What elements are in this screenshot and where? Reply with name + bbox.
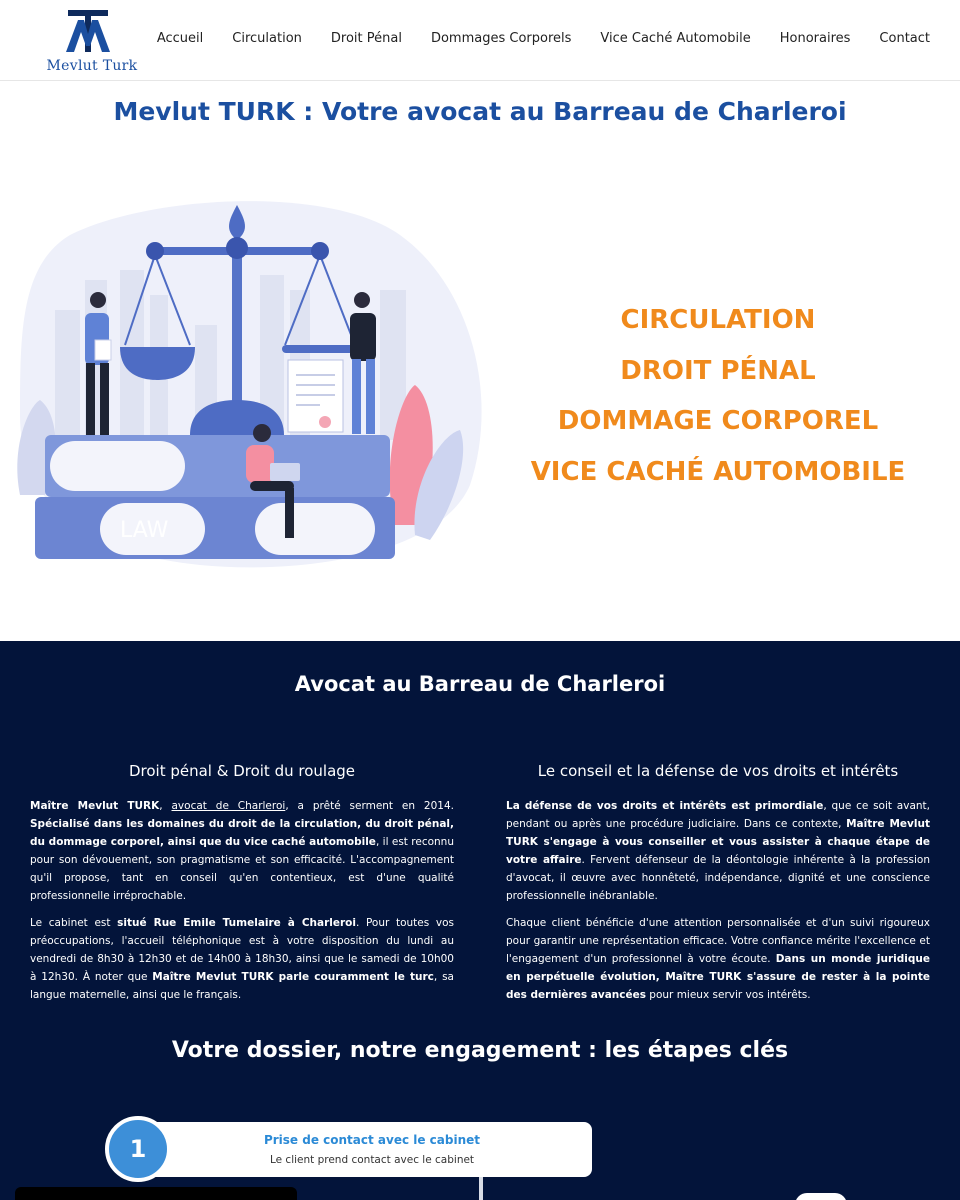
logo-text: Mevlut Turk <box>46 58 138 74</box>
right-heading: Le conseil et la défense de vos droits e… <box>537 762 899 780</box>
text-segment: pour mieux servir vos intérêts. <box>645 989 811 1001</box>
about-right-column: Le conseil et la défense de vos droits e… <box>506 760 930 1013</box>
step-description: Le client prend contact avec le cabinet <box>269 1154 475 1166</box>
text-segment: , que ce soit avant, pendant ou après un… <box>506 800 930 830</box>
logo-mark-icon <box>66 10 110 52</box>
nav-honoraires[interactable]: Honoraires <box>779 31 851 46</box>
text-segment: . Fervent défenseur de la déontologie in… <box>506 854 930 902</box>
about-title: Avocat au Barreau de Charleroi <box>294 672 666 696</box>
lawyer-name: Maître Mevlut TURK <box>30 800 160 812</box>
specialization-text: Spécialisé dans les domaines du droit de… <box>30 818 454 848</box>
about-section <box>0 641 960 1200</box>
step-title: Prise de contact avec le cabinet <box>263 1133 481 1147</box>
text-segment: , a prêté serment en 2014. <box>285 800 454 812</box>
specialties-list: CIRCULATION DROIT PÉNAL DOMMAGE CORPOREL… <box>500 295 936 497</box>
right-paragraph-1: La défense de vos droits et intérêts est… <box>506 797 930 905</box>
text-segment: , <box>159 800 172 812</box>
specialty-dommage-corporel: DOMMAGE CORPOREL <box>557 406 879 436</box>
logo[interactable]: Mevlut Turk <box>40 6 144 76</box>
specialty-circulation: CIRCULATION <box>620 305 816 335</box>
nav-dommages-corporels[interactable]: Dommages Corporels <box>430 31 572 46</box>
nav-droit-penal[interactable]: Droit Pénal <box>330 31 402 46</box>
text-segment: Chaque client bénéficie d'une attention … <box>506 917 930 965</box>
left-heading: Droit pénal & Droit du roulage <box>128 762 356 780</box>
steps-title: Votre dossier, notre engagement : les ét… <box>171 1038 789 1063</box>
text-segment: , sa langue maternelle, ainsi que le fra… <box>30 971 454 1001</box>
nav-vice-cache-automobile[interactable]: Vice Caché Automobile <box>600 31 751 46</box>
evolution-text: Dans un monde juridique en perpétuelle é… <box>506 953 930 1001</box>
about-left-column: Droit pénal & Droit du roulage Maître Me… <box>30 760 454 1013</box>
main-nav: Accueil Circulation Droit Pénal Dommages… <box>157 31 930 46</box>
nav-contact[interactable]: Contact <box>879 31 930 46</box>
step-card-1: Prise de contact avec le cabinet Le clie… <box>130 1122 592 1177</box>
left-paragraph-1: Maître Mevlut TURK, avocat de Charleroi,… <box>30 797 454 905</box>
right-paragraph-2: Chaque client bénéficie d'une attention … <box>506 914 930 1004</box>
left-paragraph-2: Le cabinet est situé Rue Emile Tumelaire… <box>30 914 454 1004</box>
text-segment: . Pour toutes vos préoccupations, l'accu… <box>30 917 454 983</box>
timeline-line <box>479 1176 483 1200</box>
step-number-badge: 1 <box>105 1116 171 1182</box>
hero-title: Mevlut TURK : Votre avocat au Barreau de… <box>113 97 847 126</box>
site-header: Mevlut Turk Accueil Circulation Droit Pé… <box>0 0 960 81</box>
nav-accueil[interactable]: Accueil <box>156 31 204 46</box>
nav-circulation[interactable]: Circulation <box>232 31 302 46</box>
text-segment: , il est reconnu pour son dévouement, so… <box>30 836 454 902</box>
scroll-top-button[interactable] <box>795 1193 847 1200</box>
law-scale-illustration: LAW <box>17 201 482 568</box>
specialty-droit-penal: DROIT PÉNAL <box>620 355 816 386</box>
avocat-charleroi-link[interactable]: avocat de Charleroi <box>171 800 286 812</box>
specialty-vice-cache: VICE CACHÉ AUTOMOBILE <box>530 456 906 487</box>
text-segment: Le cabinet est <box>30 917 118 929</box>
commitment-text: Maître Mevlut TURK s'engage à vous conse… <box>506 818 930 866</box>
office-location: situé Rue Emile Tumelaire à Charleroi <box>117 917 356 929</box>
language-note: Maître Mevlut TURK parle couramment le t… <box>152 971 434 983</box>
rights-defense-text: La défense de vos droits et intérêts est… <box>506 800 824 812</box>
cookie-banner[interactable] <box>15 1187 297 1200</box>
law-label: LAW <box>120 518 169 543</box>
